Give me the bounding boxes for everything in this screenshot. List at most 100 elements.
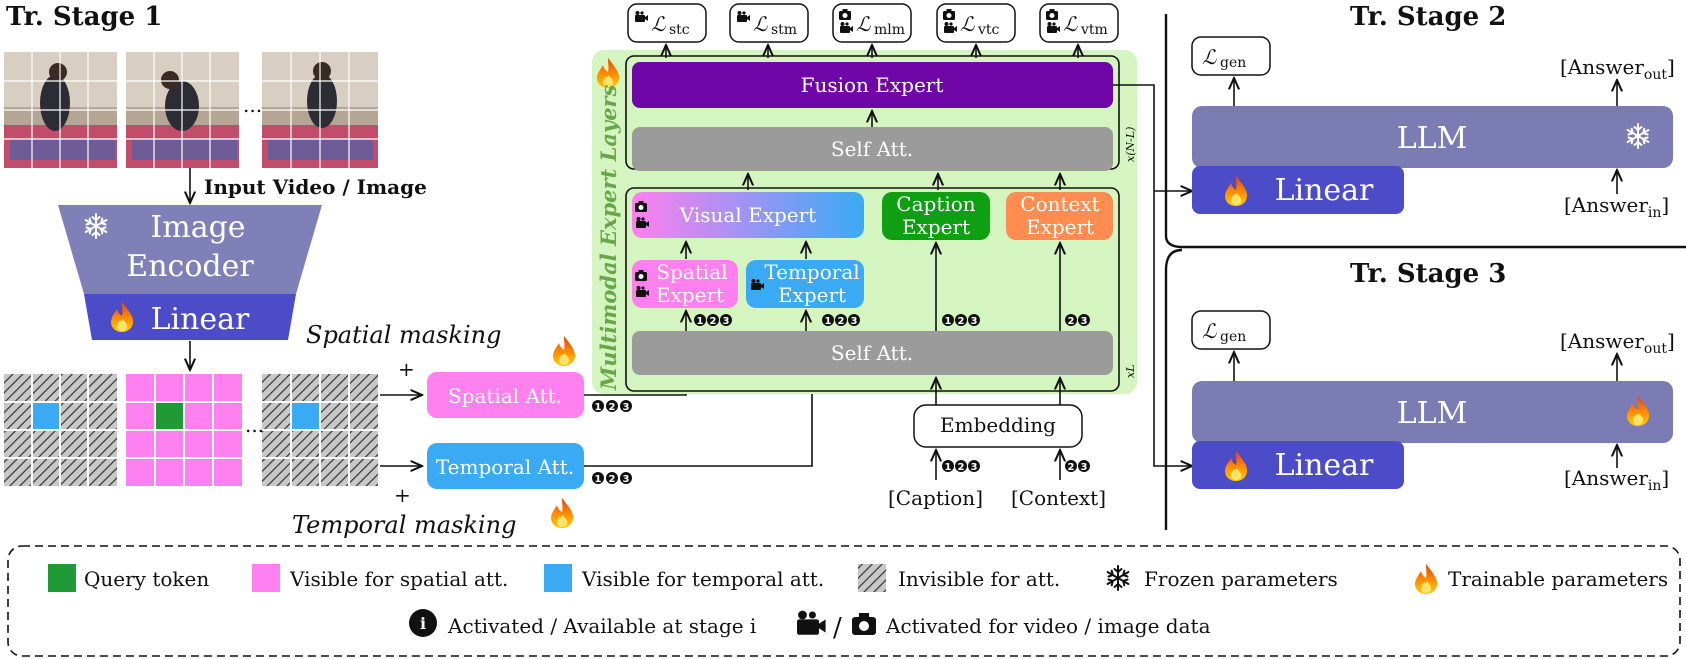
svg-text:ℒ: ℒ [1202, 319, 1217, 343]
svg-text:3: 3 [623, 402, 630, 413]
stage3-loss: ℒ gen [1191, 310, 1271, 350]
svg-text:2: 2 [1068, 462, 1075, 473]
legend-spatial-label: Visible for spatial att. [289, 567, 508, 591]
svg-text:1: 1 [595, 474, 602, 485]
stage2-llm-label: LLM [1397, 121, 1468, 156]
stage3-linear: Linear [1192, 441, 1404, 489]
embedding-label: Embedding [940, 413, 1056, 437]
spatial-att-label: Spatial Att. [448, 384, 562, 408]
svg-text:3: 3 [1081, 316, 1088, 327]
caption-input: [Caption] [888, 486, 983, 510]
flame-icon [1415, 564, 1438, 594]
legend-temporal-label: Visible for temporal att. [581, 567, 824, 591]
svg-text:gen: gen [1220, 329, 1246, 345]
photo-camera-icon [852, 613, 876, 635]
svg-text:ℒ: ℒ [651, 12, 666, 36]
temporal-expert-label-2: Expert [778, 283, 846, 307]
spatial-masking-label: Spatial masking [306, 321, 501, 349]
self-att-bottom: Self Att. [632, 331, 1113, 375]
svg-text:gen: gen [1220, 55, 1246, 71]
arrow-fusion-to-stage3 [1113, 84, 1192, 466]
svg-text:3: 3 [971, 316, 978, 327]
self-att-bottom-label: Self Att. [831, 341, 913, 365]
svg-text:vtm: vtm [1080, 22, 1108, 38]
stage-badge-123: 1 2 3 [592, 472, 632, 485]
context-input: [Context] [1011, 486, 1106, 510]
self-att-top-label: Self Att. [831, 137, 913, 161]
spatial-expert-label-2: Expert [656, 283, 724, 307]
fusion-expert: Fusion Expert [632, 62, 1113, 108]
legend-frozen-label: Frozen parameters [1144, 567, 1338, 591]
stage-badge-23: 2 3 [1065, 460, 1090, 473]
svg-text:ℒ: ℒ [1202, 45, 1217, 69]
legend-box [7, 545, 1681, 657]
loss-vtm: ℒ vtm [1039, 3, 1119, 43]
svg-text:mlm: mlm [874, 22, 905, 38]
stage2-linear: Linear [1192, 166, 1404, 214]
svg-text:ℒ: ℒ [960, 12, 975, 36]
temporal-expert: Temporal Expert [746, 260, 864, 308]
moe-side-label: Multimodal Expert Layers [596, 84, 621, 391]
fusion-expert-label: Fusion Expert [801, 73, 944, 97]
embedding-block: Embedding [913, 404, 1083, 448]
stage2-answer-out: [Answerout] [1560, 55, 1675, 83]
svg-text:stm: stm [771, 22, 797, 38]
token-grid-spatial [126, 374, 242, 486]
svg-text:1: 1 [697, 316, 704, 327]
snowflake-icon [1106, 565, 1130, 591]
legend-stage-label: Activated / Available at stage i [447, 614, 756, 638]
video-frames [4, 52, 378, 168]
self-att-top: Self Att. [632, 127, 1113, 171]
caption-expert-label-2: Expert [902, 215, 970, 239]
loss-stc: ℒ stc [627, 3, 707, 43]
inputs-to-embedding-arrows [936, 450, 1060, 480]
encoder-label-2: Encoder [126, 249, 254, 284]
svg-text:2: 2 [609, 402, 616, 413]
plus-spatial: + [398, 357, 415, 381]
legend-invisible-swatch [858, 564, 886, 592]
experts-to-selfatt-arrows [748, 174, 1060, 190]
svg-text:3: 3 [623, 474, 630, 485]
loss-mlm: ℒ mlm [832, 3, 912, 43]
stage-badge-123: 1 2 3 [942, 314, 980, 327]
stage2-llm: LLM [1192, 106, 1673, 168]
stage-badge-123: 1 2 3 [942, 460, 980, 473]
temporal-masking-label: Temporal masking [292, 511, 516, 539]
legend-invisible-label: Invisible for att. [898, 567, 1060, 591]
stage-badge-123: 1 2 3 [822, 314, 860, 327]
legend-trainable-label: Trainable parameters [1448, 567, 1668, 591]
plus-temporal: + [394, 483, 411, 507]
selfatt-to-experts-arrows [686, 243, 1060, 331]
svg-text:1: 1 [825, 316, 832, 327]
legend-media-label: Activated for video / image data [885, 614, 1211, 638]
caption-expert: Caption Expert [882, 192, 990, 240]
stage3-llm-label: LLM [1397, 396, 1468, 431]
spatial-expert-label-1: Spatial [656, 260, 727, 284]
svg-text:2: 2 [838, 316, 845, 327]
stage3-answer-in: [Answerin] [1564, 466, 1669, 494]
stage1-title: Tr. Stage 1 [6, 2, 162, 32]
flame-icon [551, 498, 574, 528]
stage3-linear-label: Linear [1275, 448, 1374, 483]
encoder-label-1: Image [150, 210, 245, 245]
stage-i-icon [409, 609, 437, 637]
svg-text:1: 1 [945, 316, 952, 327]
sub-expert-arrows [686, 242, 806, 259]
image-encoder: Image Encoder Linear [58, 205, 322, 340]
loss-boxes: ℒ stc ℒ stm ℒ mlm ℒ vtc ℒ vtm [627, 3, 1119, 43]
token-grid-temporal-left [4, 374, 117, 486]
spatial-att-block: Spatial Att. [427, 372, 584, 418]
stage-badge-123: 1 2 3 [694, 314, 732, 327]
visual-expert: Visual Expert [632, 192, 864, 238]
loss-vtc: ℒ vtc [936, 3, 1016, 43]
svg-text:1: 1 [945, 462, 952, 473]
svg-text:ℒ: ℒ [1063, 12, 1078, 36]
stage-i-glyph: i [420, 614, 426, 633]
svg-text:2: 2 [958, 462, 965, 473]
stage2-title: Tr. Stage 2 [1350, 2, 1506, 32]
stage2-linear-label: Linear [1275, 173, 1374, 208]
context-expert-label-2: Expert [1026, 215, 1094, 239]
svg-text:2: 2 [958, 316, 965, 327]
flame-icon [553, 336, 576, 366]
